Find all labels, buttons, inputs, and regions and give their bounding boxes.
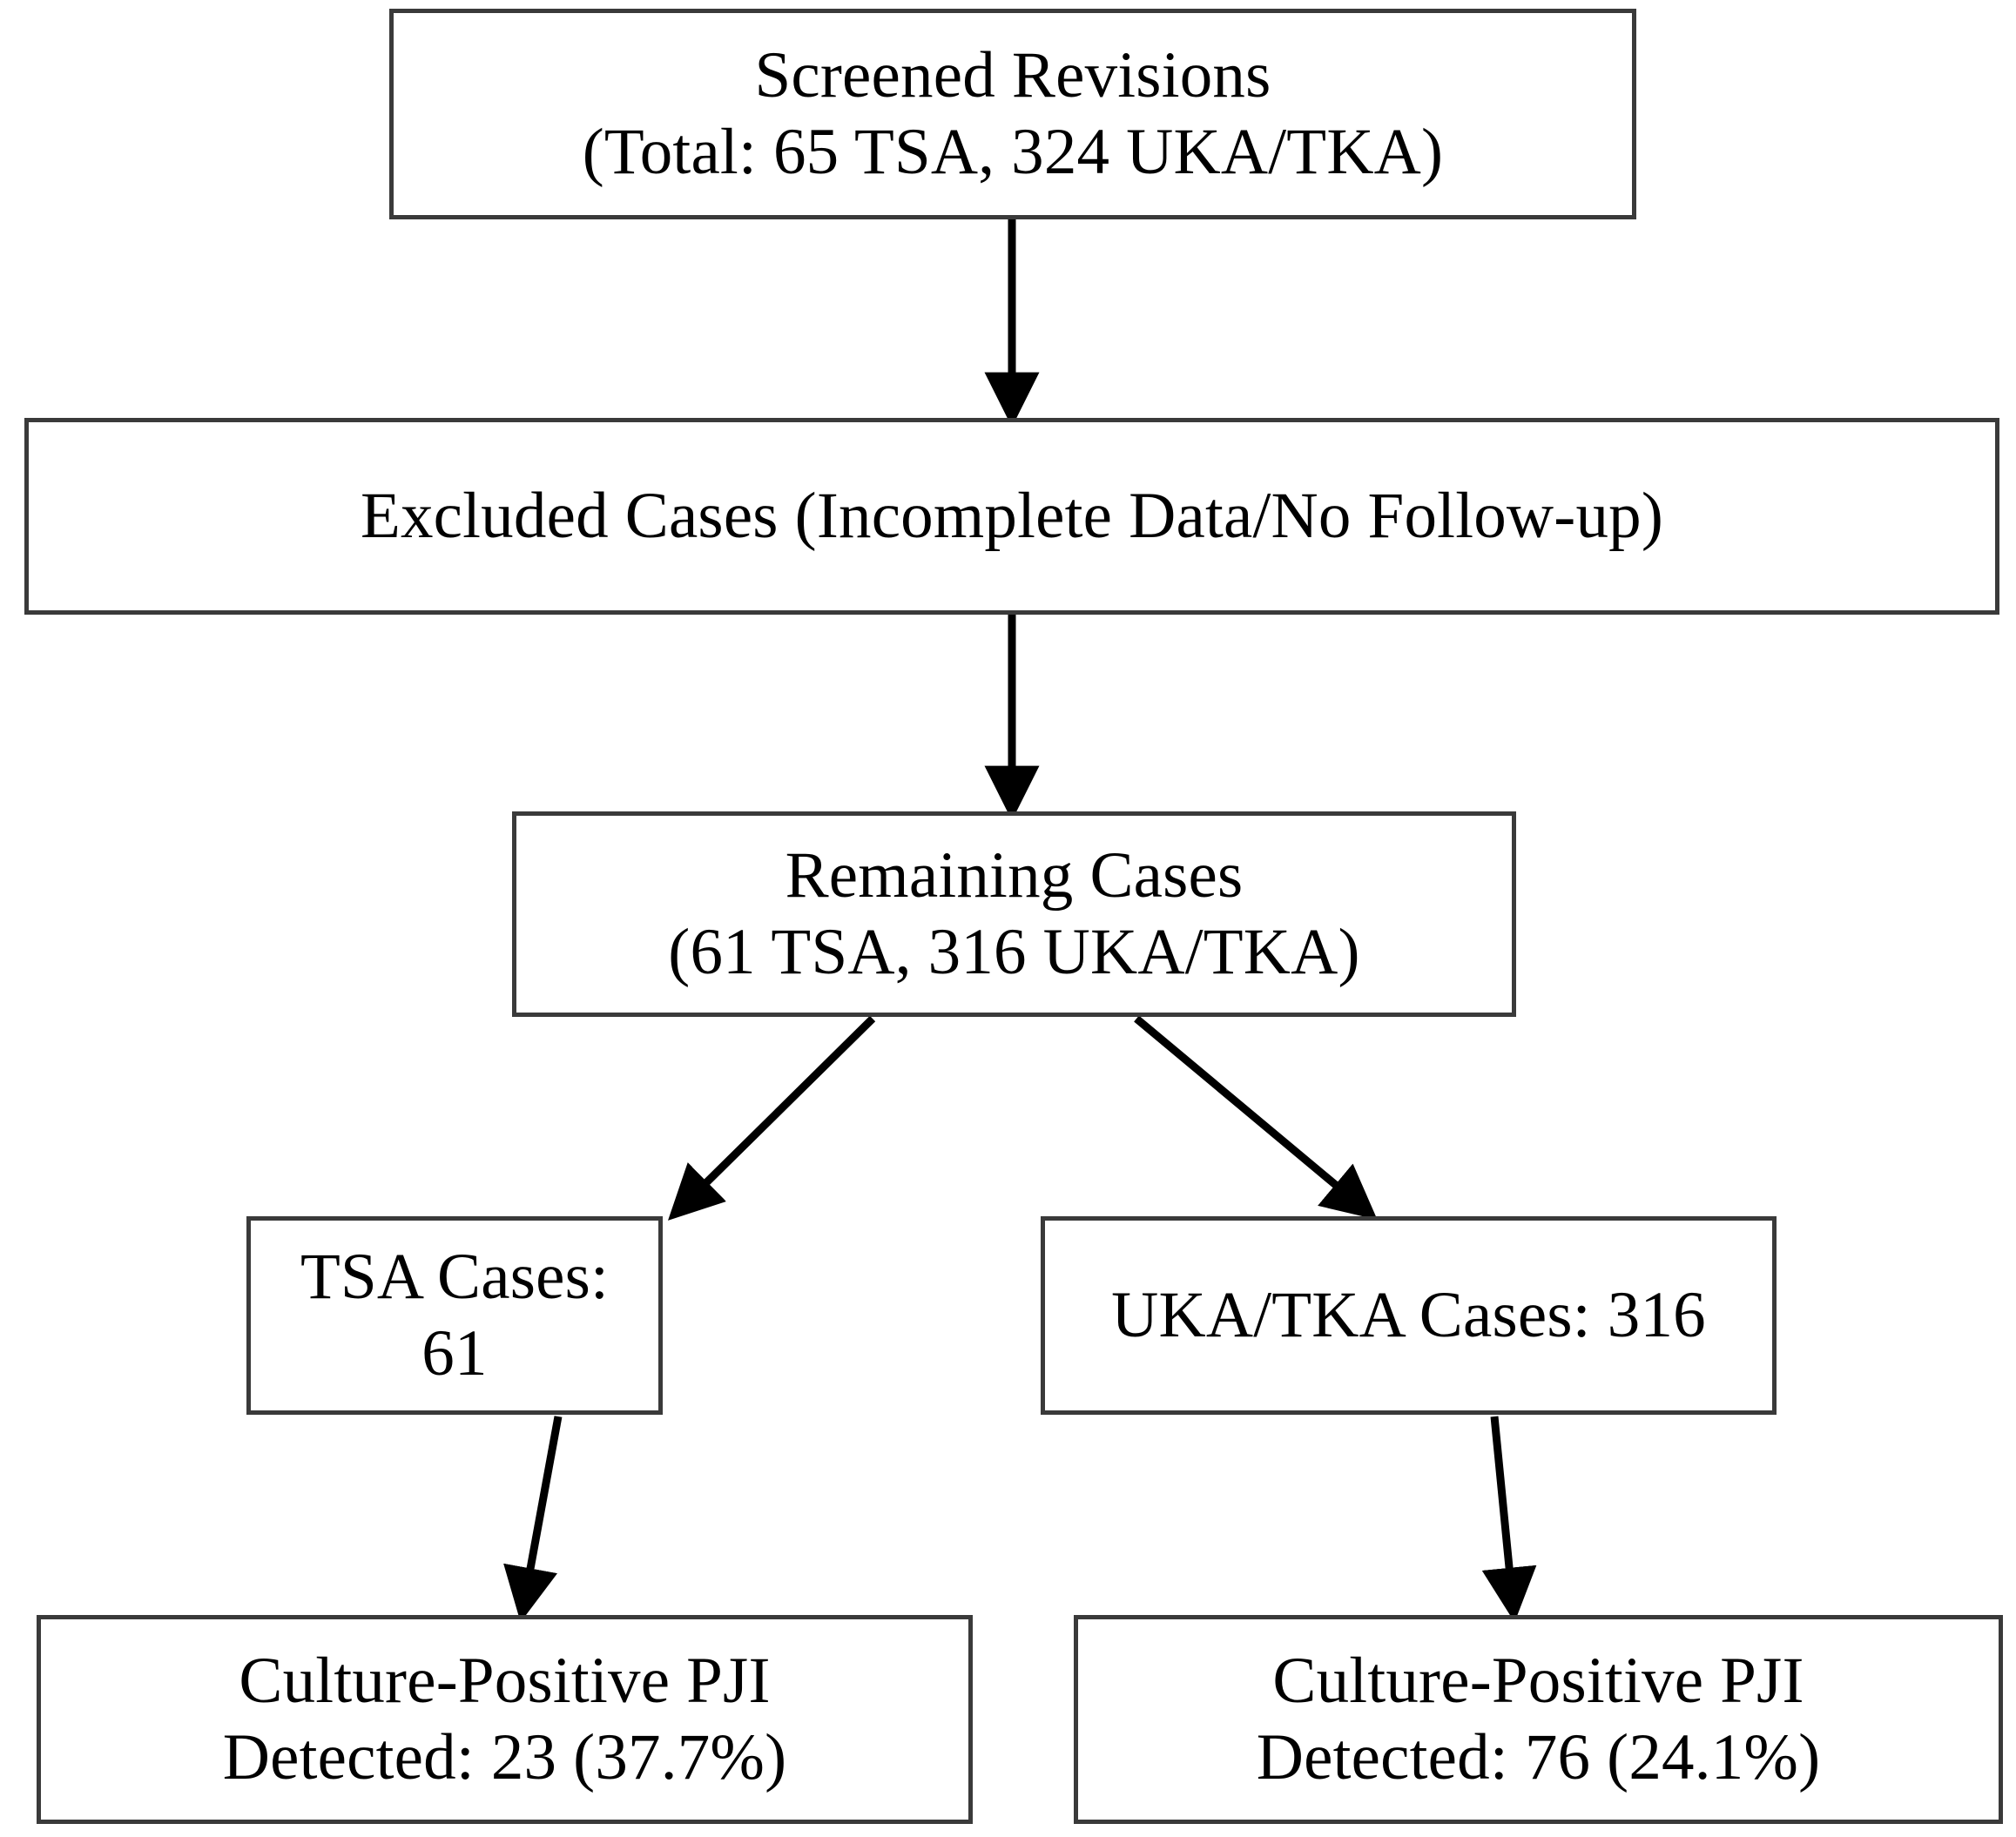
node-tsa-culture-positive-pji[interactable]: Culture-Positive PJI Detected: 23 (37.7%… [37,1615,973,1824]
node-excluded-cases-label: Excluded Cases (Incomplete Data/No Follo… [360,479,1664,552]
node-uka-tka-culture-positive-pji[interactable]: Culture-Positive PJI Detected: 76 (24.1%… [1074,1615,2003,1824]
node-tsa-culture-positive-pji-label: Culture-Positive PJI Detected: 23 (37.7%… [222,1644,787,1794]
node-uka-tka-cases-label: UKA/TKA Cases: 316 [1111,1278,1706,1351]
node-remaining-cases-label: Remaining Cases (61 TSA, 316 UKA/TKA) [668,838,1360,989]
node-screened-revisions-label: Screened Revisions (Total: 65 TSA, 324 U… [582,38,1444,189]
edge-remaining-to-uka-cases [1134,1015,1378,1221]
node-remaining-cases[interactable]: Remaining Cases (61 TSA, 316 UKA/TKA) [512,811,1516,1017]
edge-remaining-to-tsa-cases [668,1015,876,1221]
node-uka-tka-culture-positive-pji-label: Culture-Positive PJI Detected: 76 (24.1%… [1256,1644,1821,1794]
node-screened-revisions[interactable]: Screened Revisions (Total: 65 TSA, 324 U… [389,9,1636,219]
node-tsa-cases-label: TSA Cases: 61 [300,1240,610,1390]
node-tsa-cases[interactable]: TSA Cases: 61 [246,1216,663,1415]
node-excluded-cases[interactable]: Excluded Cases (Incomplete Data/No Follo… [24,418,1999,615]
edge-tsa-cases-to-tsa-pji [503,1416,563,1623]
edge-uka-cases-to-uka-pji [1481,1416,1537,1623]
node-uka-tka-cases[interactable]: UKA/TKA Cases: 316 [1041,1216,1777,1415]
